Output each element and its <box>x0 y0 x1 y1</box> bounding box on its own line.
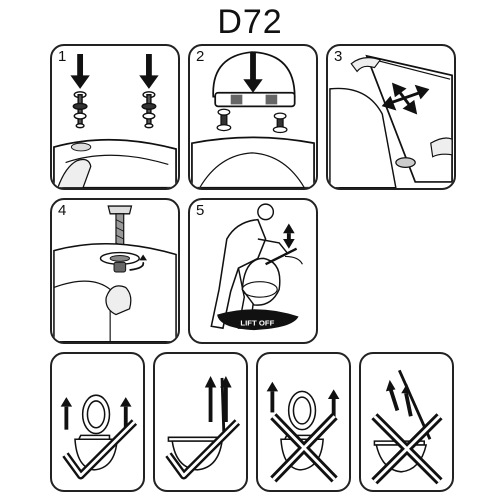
page-title: D72 <box>217 3 283 41</box>
toilet-icon <box>167 377 226 471</box>
up-arrow-icon <box>327 389 340 421</box>
four-way-arrow-icon <box>381 82 430 115</box>
cross-icon <box>270 413 338 483</box>
lift-off-mat <box>217 309 299 331</box>
usage-panel-correct-seat-lift <box>50 352 145 492</box>
up-arrow-icon <box>385 379 400 412</box>
down-arrow-icon <box>70 54 90 89</box>
step-number: 4 <box>58 202 67 219</box>
up-arrow-icon <box>204 376 217 422</box>
bolt-icon <box>72 91 88 129</box>
down-arrow-icon <box>243 52 263 93</box>
seat-adjust-illustration <box>329 54 453 188</box>
usage-panel-incorrect-angled-lift <box>359 352 454 492</box>
up-down-arrow-icon <box>283 223 295 249</box>
bolt-icon <box>216 108 232 132</box>
step-4-panel: 4 <box>50 198 180 344</box>
step-number: 2 <box>196 48 205 65</box>
bolt-icon <box>272 112 288 134</box>
up-arrow-icon <box>220 376 232 422</box>
nut-icon <box>113 261 127 273</box>
person-head <box>257 203 275 221</box>
lift-off-label: LIFT OFF <box>240 318 274 327</box>
hand-icon <box>350 57 382 73</box>
step-3-panel: 3 <box>326 44 456 190</box>
up-arrow-icon <box>120 397 132 430</box>
step-5-panel: 5 LIFT OFF <box>188 198 318 344</box>
step-2-panel: 2 <box>188 44 318 190</box>
hinge-bolts-illustration <box>53 54 177 188</box>
up-arrow-icon <box>60 397 73 430</box>
seat-edge <box>265 247 298 266</box>
hinge-bar <box>214 91 296 108</box>
rotate-arrow-icon <box>129 262 145 271</box>
usage-panel-correct-straight-lift <box>153 352 248 492</box>
tighten-nut-illustration <box>53 205 177 342</box>
cross-icon <box>371 413 443 485</box>
down-arrow-icon <box>139 54 159 89</box>
bolt-icon <box>141 91 157 129</box>
step-number: 3 <box>334 48 343 65</box>
step-number: 1 <box>58 48 67 65</box>
usage-panel-incorrect-seat-lift <box>256 352 351 492</box>
toilet-bowl <box>191 136 315 188</box>
up-arrow-icon <box>401 383 413 417</box>
hinge-cap-icon <box>395 157 416 169</box>
seat-placement-illustration <box>191 51 315 188</box>
seat-edge <box>365 54 453 183</box>
up-arrow-icon <box>266 381 279 413</box>
step-number: 5 <box>196 202 205 219</box>
hand-icon <box>57 158 92 188</box>
hand-icon <box>105 285 132 316</box>
lift-off-illustration: LIFT OFF <box>210 203 303 331</box>
step-1-panel: 1 <box>50 44 180 190</box>
hand-icon <box>430 137 453 158</box>
toilet-bowl-side <box>329 87 397 188</box>
